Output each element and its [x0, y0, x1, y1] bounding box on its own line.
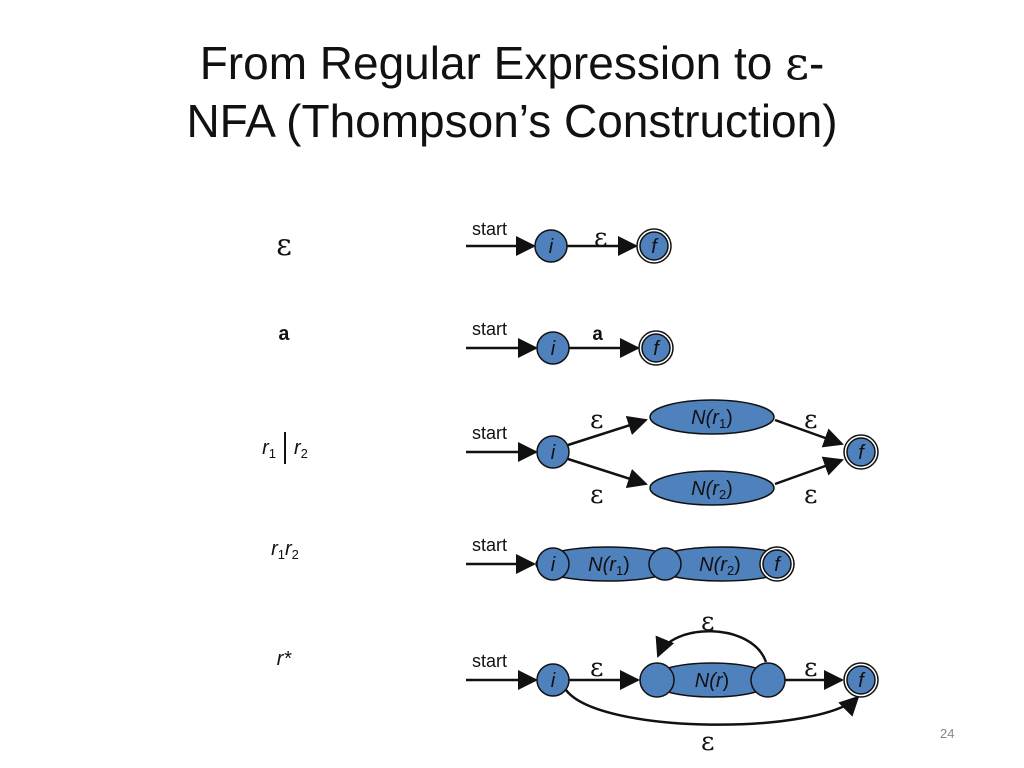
- subautomaton-r2: [649, 470, 775, 506]
- epsilon-arrow-from-r1: [774, 418, 844, 448]
- subautomaton-r2-label: N(r2): [699, 554, 741, 578]
- start-label: start: [472, 651, 507, 671]
- epsilon-bypass-arrow: [565, 689, 860, 726]
- initial-state: [536, 547, 570, 581]
- epsilon-arrow-to-r2: [567, 457, 648, 489]
- epsilon-label: ε: [590, 653, 603, 683]
- nfa-union: start i ε ε N(r1) N(r2) ε ε f: [466, 399, 879, 510]
- epsilon-label: ε: [804, 653, 817, 683]
- initial-state-label: i: [551, 442, 556, 464]
- epsilon-label: ε: [590, 405, 603, 435]
- nfa-kleene-star: start i ε N(r) ε ε ε f: [466, 607, 879, 757]
- subautomaton-r2-label: N(r2): [691, 478, 733, 502]
- final-state-label: f: [858, 442, 866, 464]
- nfa-epsilon: start i ε f: [466, 219, 672, 264]
- start-label: start: [472, 219, 507, 239]
- epsilon-label: ε: [701, 607, 714, 637]
- initial-state-label: i: [551, 670, 556, 692]
- shared-middle-state: [648, 547, 682, 581]
- rule-concat-expression: r1r2: [271, 538, 299, 562]
- epsilon-label: ε: [804, 405, 817, 435]
- initial-state-label: i: [551, 554, 556, 576]
- union-bar: [284, 432, 286, 464]
- final-state: [762, 549, 792, 579]
- epsilon-label: ε: [701, 727, 714, 757]
- final-state-label: f: [653, 338, 661, 360]
- subautomaton-end-state: [750, 662, 786, 698]
- epsilon-label: ε: [590, 480, 603, 510]
- final-state: [641, 333, 671, 363]
- subautomaton-r1: [649, 399, 775, 435]
- slide-title-line1: From Regular Expression to ε-: [199, 36, 825, 90]
- epsilon-label: ε: [594, 223, 607, 253]
- final-state-label: f: [774, 554, 782, 576]
- rule-epsilon-expression: ε: [276, 228, 292, 263]
- symbol-label: a: [592, 324, 603, 346]
- start-label: start: [472, 423, 507, 443]
- final-state: [846, 665, 876, 695]
- slide-title: From Regular Expression to ε- NFA (Thomp…: [0, 34, 1024, 150]
- page-number: 24: [940, 726, 955, 741]
- subautomaton-start-state: [639, 662, 675, 698]
- epsilon-arrow-from-r2: [774, 456, 844, 486]
- final-state: [846, 437, 876, 467]
- subautomaton-r1-label: N(r1): [691, 407, 733, 431]
- nfa-concatenation: start i N(r1) N(r2) f: [466, 535, 795, 582]
- initial-state-label: i: [551, 338, 556, 360]
- epsilon-loop-back-arrow: [655, 629, 768, 663]
- initial-state-label: i: [549, 236, 554, 258]
- final-state: [639, 231, 669, 261]
- start-label: start: [472, 535, 507, 555]
- epsilon-label: ε: [804, 480, 817, 510]
- slide-title-line2: NFA (Thompson’s Construction): [186, 95, 838, 147]
- start-label: start: [472, 319, 507, 339]
- rule-star-expression: r*: [276, 648, 292, 670]
- final-state-label: f: [651, 236, 659, 258]
- nfa-symbol: start i a f: [466, 319, 674, 366]
- subautomaton-r1-label: N(r1): [588, 554, 630, 578]
- initial-state: [536, 435, 570, 469]
- epsilon-arrow-to-r1: [567, 415, 648, 447]
- rule-symbol-expression: a: [277, 324, 290, 347]
- subautomaton-r-label: N(r): [695, 670, 729, 692]
- final-state-label: f: [858, 670, 866, 692]
